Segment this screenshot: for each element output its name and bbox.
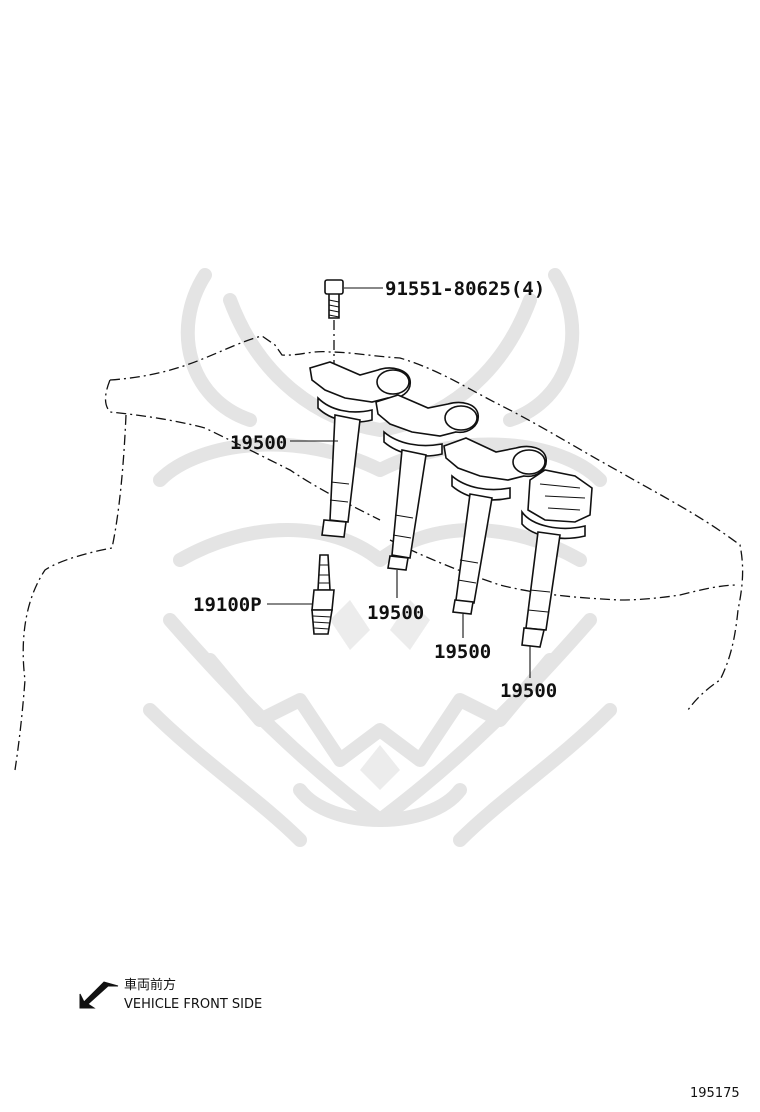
callout-coil-3: 19500 bbox=[434, 641, 491, 663]
ignition-coil-1 bbox=[309, 361, 411, 538]
watermark-emblem bbox=[143, 268, 617, 847]
leader-lines bbox=[267, 287, 531, 678]
figure-number: 195175 bbox=[690, 1086, 740, 1101]
bolt-part bbox=[324, 279, 344, 370]
callout-coil-1: 19500 bbox=[230, 432, 287, 454]
callout-coil-4: 19500 bbox=[500, 680, 557, 702]
arrow-down-left-icon bbox=[79, 981, 119, 1009]
spark-plug-part bbox=[311, 554, 335, 635]
direction-note-english: VEHICLE FRONT SIDE bbox=[124, 997, 262, 1012]
direction-note: 車両前方 VEHICLE FRONT SIDE bbox=[79, 977, 262, 1012]
callout-spark-plug: 19100P bbox=[193, 594, 262, 616]
callout-coil-2: 19500 bbox=[367, 602, 424, 624]
direction-note-japanese: 車両前方 bbox=[124, 977, 176, 993]
ignition-coil-3 bbox=[443, 437, 547, 615]
ignition-coil-4 bbox=[521, 469, 593, 648]
cylinder-head-outline bbox=[14, 335, 744, 771]
callout-bolt: 91551-80625(4) bbox=[385, 278, 545, 300]
ignition-coil-2 bbox=[375, 394, 479, 571]
